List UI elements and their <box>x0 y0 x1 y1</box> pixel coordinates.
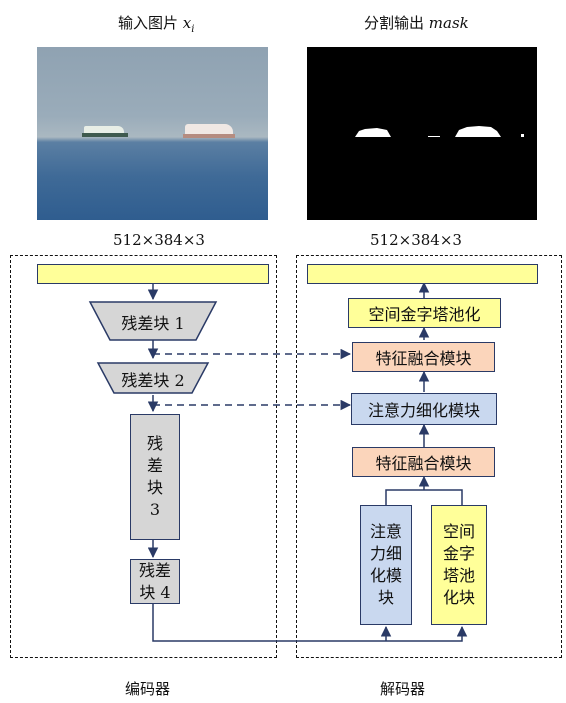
input-variable: xi <box>182 14 195 35</box>
encoder-input-bar <box>37 264 269 284</box>
attention-refinement-column: 注意 力细 化模 块 <box>360 505 412 625</box>
output-caption-text: 分割输出 <box>364 14 425 32</box>
ship-left-hull <box>82 133 128 137</box>
encoder-caption: 编码器 <box>125 680 171 698</box>
residual-block-1-label: 残差块 1 <box>121 314 185 333</box>
spp-column: 空间 金字 塔池 化块 <box>431 505 487 625</box>
mask-blob-right <box>455 126 501 137</box>
encoder-panel <box>10 255 277 658</box>
input-caption-text: 输入图片 <box>118 14 179 32</box>
residual-block-1-shape <box>88 301 218 341</box>
decoder-caption: 解码器 <box>380 680 426 698</box>
input-image-caption: 输入图片 xi <box>118 12 194 35</box>
ship-left <box>84 126 124 135</box>
mask-dash <box>428 136 440 137</box>
input-var-text: x <box>182 14 192 32</box>
line-to-spp-col <box>152 603 468 642</box>
size-label-left: 512×384×3 <box>113 231 205 249</box>
attention-refinement-module: 注意力细化模块 <box>351 393 497 425</box>
mask-dot <box>521 134 524 137</box>
residual-block-4: 残差 块 4 <box>130 559 180 604</box>
input-photo <box>37 47 268 220</box>
mask-blob-left <box>355 128 391 137</box>
ship-right-hull <box>183 134 235 138</box>
feature-fusion-bottom: 特征融合模块 <box>352 447 495 477</box>
output-mask-caption: 分割输出 mask <box>364 12 469 33</box>
feature-fusion-top: 特征融合模块 <box>352 342 495 372</box>
input-sub-text: i <box>191 24 195 35</box>
decoder-output-bar <box>307 264 538 284</box>
spp-module-top: 空间金字塔池化 <box>348 298 501 328</box>
mask-shapes <box>355 126 524 137</box>
residual-block-3: 残 差 块 3 <box>130 414 180 540</box>
size-label-right: 512×384×3 <box>370 231 462 249</box>
output-mask <box>307 47 537 220</box>
residual-block-2-label: 残差块 2 <box>121 371 185 390</box>
residual-block-2-shape <box>96 362 210 394</box>
decoder-panel <box>296 255 562 658</box>
ship-right <box>185 124 233 136</box>
output-variable: mask <box>428 14 469 32</box>
merge-columns <box>385 489 463 505</box>
